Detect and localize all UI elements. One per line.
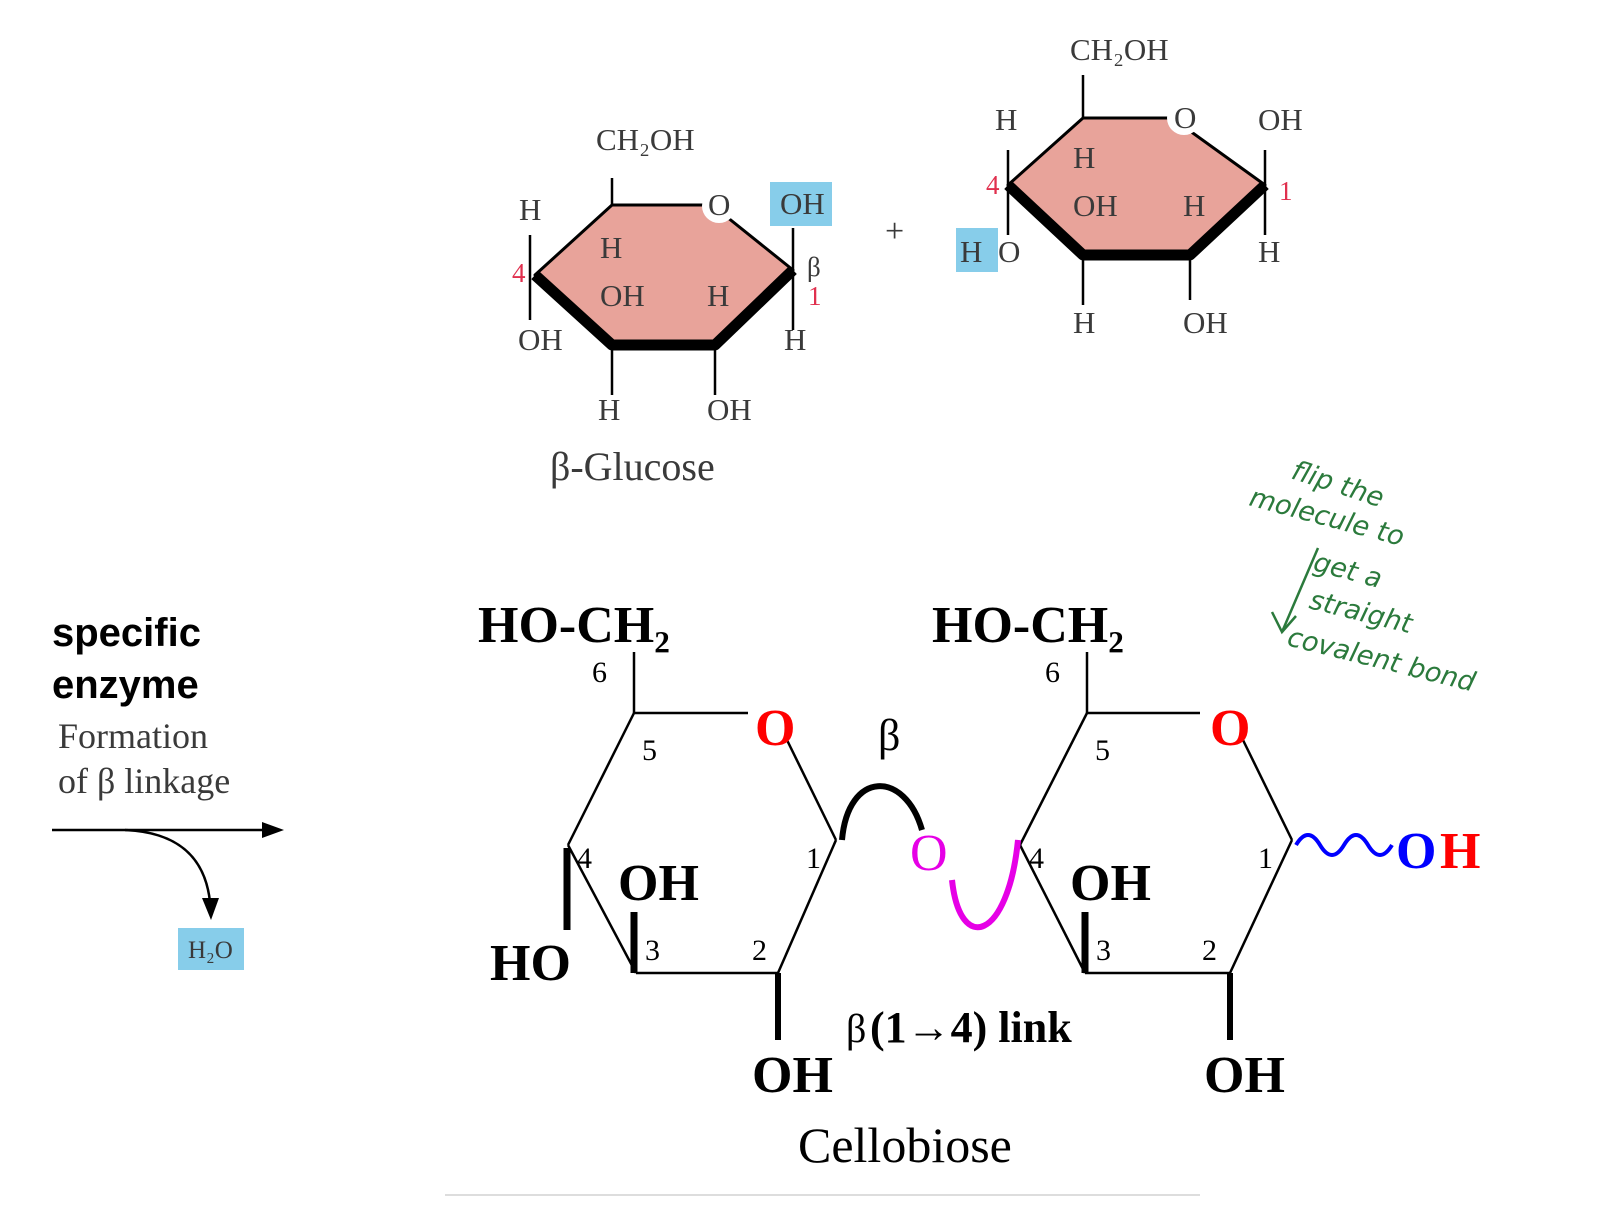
- right-c4-oh: OH: [1070, 855, 1151, 912]
- right-c2-oh: OH: [1204, 1047, 1285, 1104]
- c3-oh-label: OH: [600, 278, 645, 313]
- left-c4-number: 4: [577, 842, 592, 875]
- water-branch-arrowhead: [202, 898, 219, 920]
- c3-h-label-right: H: [1073, 305, 1095, 340]
- ch2oh-label: CH₂OH: [596, 122, 695, 157]
- ring-o-notch: [702, 189, 736, 223]
- cellobiose-caption: Cellobiose: [798, 1117, 1012, 1173]
- ring-right: [1006, 116, 1267, 257]
- left-c1-number: 1: [806, 842, 821, 875]
- plus-sign: +: [885, 213, 904, 250]
- c4-number-right: 4: [986, 170, 1000, 200]
- right-hoch2-label: HO-CH₂: [932, 597, 1124, 654]
- c1-number-right: 1: [1279, 176, 1293, 206]
- formation-line2: of β linkage: [58, 761, 230, 801]
- cellobiose: HO-CH₂ HO-CH₂ O O β O OH HO OH OH OH O H…: [478, 597, 1480, 1173]
- c1-h-label-right: H: [1258, 234, 1280, 269]
- left-ho: HO: [490, 935, 571, 992]
- left-c4-oh: OH: [618, 855, 699, 912]
- ch2oh-label-right: CH₂OH: [1070, 32, 1169, 67]
- handwritten-note: flip the molecule to get a straight cova…: [1246, 455, 1479, 698]
- beta-symbol: β: [878, 711, 900, 760]
- glucose-left: CH₂OH O OH H 4 H OH H β 1 OH H H OH β-Gl…: [512, 122, 832, 489]
- c3-oh-label-right: OH: [1073, 188, 1118, 223]
- right-c1-number: 1: [1258, 842, 1273, 875]
- right-c3-number: 3: [1096, 934, 1111, 967]
- beta-label: β: [807, 252, 821, 282]
- ring-oxygen-label: O: [708, 187, 730, 222]
- enzyme-line2: enzyme: [52, 663, 199, 707]
- c1-h-label: H: [784, 322, 806, 357]
- c2-oh-label: OH: [707, 392, 752, 427]
- c4-oh-label: OH: [518, 322, 563, 357]
- c5-h-label: H: [600, 230, 622, 265]
- ring-oxygen-label-right: O: [1174, 100, 1196, 135]
- glucose-right: CH₂OH O OH H 4 1 H OH H H H O H OH: [956, 32, 1303, 340]
- beta-bond-arc: [839, 783, 925, 841]
- water-branch-arrow: [124, 828, 212, 903]
- c2-h-label-right: H: [1183, 188, 1205, 223]
- right-c6-number: 6: [1045, 656, 1060, 689]
- c4-ho-h-label: H: [960, 234, 982, 269]
- oh-highlight-box: [770, 182, 832, 226]
- left-hoch2-label: HO-CH₂: [478, 597, 670, 654]
- c3-h-label: H: [598, 392, 620, 427]
- end-hydrogen: H: [1440, 823, 1480, 880]
- ring-o-notch-right: [1167, 101, 1201, 135]
- left-c6-number: 6: [592, 656, 607, 689]
- left-c2-number: 2: [752, 934, 767, 967]
- left-c3-number: 3: [645, 934, 660, 967]
- glucose-caption: β-Glucose: [550, 444, 715, 489]
- water-label: H₂O: [188, 937, 233, 964]
- c1-oh-label-right: OH: [1258, 102, 1303, 137]
- anomeric-wavy-bond: [1294, 833, 1394, 857]
- reaction-arrowhead: [262, 822, 284, 838]
- water-highlight-box: [178, 928, 244, 970]
- ring-left-bold-edge: [531, 266, 797, 351]
- left-c2-oh: OH: [752, 1047, 833, 1104]
- h-highlight-box: [956, 228, 998, 272]
- bridge-oxygen: O: [910, 825, 948, 882]
- right-c5-number: 5: [1095, 734, 1110, 767]
- ring-o-right: O: [1210, 700, 1250, 757]
- ring-right-bold-edge: [1004, 180, 1269, 261]
- c4-h-label-right: H: [995, 102, 1017, 137]
- formation-line1: Formation: [58, 716, 208, 756]
- c5-h-label-right: H: [1073, 140, 1095, 175]
- enzyme-line1: specific: [52, 611, 201, 655]
- ring-left: [533, 203, 795, 347]
- note-arrow: [1280, 547, 1320, 633]
- c1-oh-label: OH: [780, 186, 825, 221]
- c2-oh-label-right: OH: [1183, 305, 1228, 340]
- end-oxygen: O: [1396, 823, 1436, 880]
- link-label: (1→4) link: [870, 1003, 1072, 1052]
- left-c5-number: 5: [642, 734, 657, 767]
- c2-h-label: H: [707, 278, 729, 313]
- link-beta: β: [846, 1006, 866, 1051]
- note-arrowhead: [1270, 611, 1297, 635]
- reaction-arrow-group: specific enzyme Formation of β linkage H…: [52, 611, 284, 970]
- ring-o-left: O: [755, 700, 795, 757]
- cellobiose-left-ring: [566, 652, 838, 1040]
- right-c2-number: 2: [1202, 934, 1217, 967]
- right-c4-number: 4: [1029, 842, 1044, 875]
- c1-number: 1: [808, 281, 822, 311]
- c4-ho-o-label: O: [998, 234, 1020, 269]
- cellobiose-right-ring: [1018, 652, 1294, 975]
- glycosidic-bond: [949, 839, 1021, 931]
- c4-h-label: H: [519, 192, 541, 227]
- c4-number: 4: [512, 258, 526, 288]
